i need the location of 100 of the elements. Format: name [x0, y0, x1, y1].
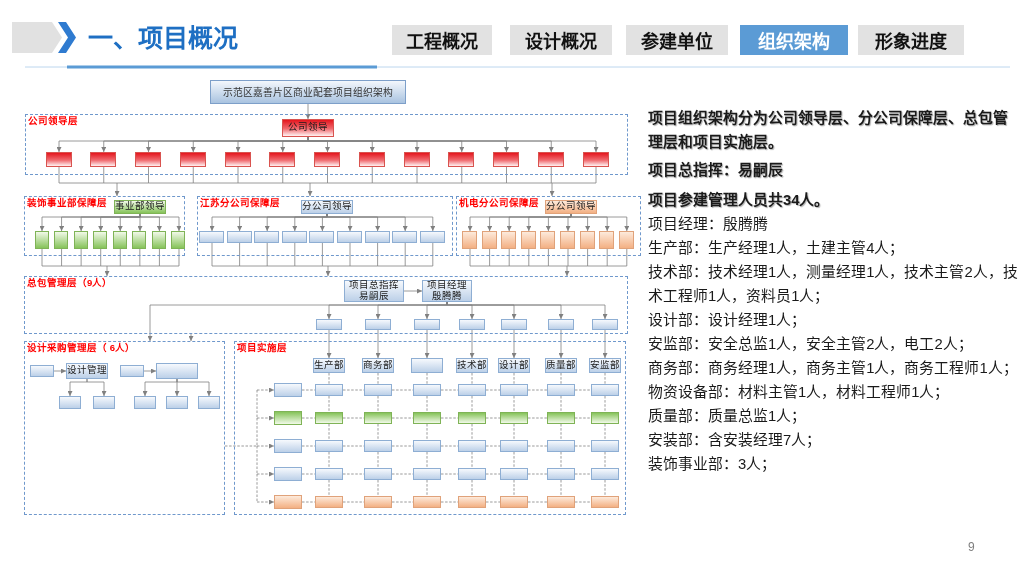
- org-box: [364, 318, 391, 330]
- org-box: [90, 151, 117, 167]
- org-box: [273, 438, 302, 453]
- connector-line: [461, 166, 463, 184]
- connector-line: [301, 417, 316, 419]
- connector-line: [266, 265, 296, 267]
- org-box: [314, 467, 343, 480]
- connector-line: [327, 166, 328, 184]
- org-box: [197, 395, 220, 409]
- connector-line: [282, 166, 284, 184]
- org-box: 技术部: [455, 357, 488, 373]
- connector-line: [256, 445, 258, 475]
- connector-line: [626, 248, 628, 267]
- connector-line: [322, 242, 323, 267]
- connector-line: [239, 242, 240, 267]
- connector-line: [606, 265, 628, 267]
- org-box: [501, 230, 517, 249]
- tab: 形象进度: [858, 25, 964, 55]
- connector-line: [294, 265, 323, 267]
- connector-line: [471, 423, 473, 441]
- connector-line: [377, 242, 378, 267]
- connector-line: [513, 479, 515, 497]
- connector-line: [489, 248, 490, 267]
- connector-line: [527, 445, 548, 447]
- connector-line: [485, 417, 501, 419]
- connector-line: [604, 395, 606, 413]
- text-paragraph: 项目总指挥：易嗣辰: [648, 160, 784, 180]
- text-paragraph: 设计部：设计经理1人；: [648, 311, 808, 330]
- org-box: [591, 318, 618, 330]
- connector-line: [328, 372, 330, 385]
- org-box: [93, 230, 108, 249]
- org-box: [132, 230, 147, 249]
- layer-panel: [25, 114, 628, 175]
- connector-line: [239, 265, 268, 267]
- connector-line: [148, 166, 149, 184]
- connector-line: [178, 248, 180, 267]
- org-box: [155, 362, 198, 379]
- org-box: [273, 466, 302, 481]
- connector-line: [416, 166, 418, 184]
- org-box: [590, 411, 619, 424]
- org-box: [547, 318, 574, 330]
- connector-line: [237, 182, 284, 184]
- connector-line: [404, 265, 434, 267]
- connector-line: [100, 248, 102, 267]
- connector-line: [506, 182, 552, 184]
- connector-line: [377, 395, 379, 413]
- org-box: [540, 230, 556, 249]
- tab: 组织架构: [740, 25, 848, 55]
- org-box: [281, 230, 307, 243]
- org-box: [499, 495, 528, 508]
- org-box: [546, 495, 575, 508]
- org-box: [457, 439, 486, 452]
- org-box: [179, 151, 206, 167]
- connector-line: [606, 248, 608, 267]
- connector-line: [328, 395, 330, 413]
- connector-line: [119, 248, 121, 267]
- connector-line: [349, 242, 351, 267]
- org-box: [364, 230, 390, 243]
- org-box: 分公司领导: [544, 199, 597, 214]
- org-box: [273, 382, 302, 397]
- connector-line: [266, 242, 268, 267]
- connector-line: [342, 417, 365, 419]
- text-paragraph: 项目参建管理人员共34人。: [648, 190, 831, 210]
- connector-line: [527, 473, 548, 475]
- connector-line: [116, 182, 149, 184]
- connector-line: [527, 417, 548, 419]
- connector-line: [471, 479, 473, 497]
- connector-line: [211, 265, 240, 267]
- connector-line: [574, 445, 592, 447]
- connector-line: [461, 182, 507, 184]
- page-title: 一、项目概况: [88, 23, 238, 53]
- layer-panel: [197, 196, 453, 256]
- connector-line: [377, 265, 406, 267]
- org-box: [520, 230, 536, 249]
- connector-line: [301, 501, 316, 503]
- org-box: [226, 230, 252, 243]
- org-box: [499, 383, 528, 396]
- org-box: 安监部: [588, 357, 621, 373]
- org-box: [412, 383, 441, 396]
- connector-line: [377, 479, 379, 497]
- connector-line: [485, 389, 501, 391]
- connector-line: [550, 182, 553, 184]
- connector-line: [371, 166, 373, 184]
- connector-line: [426, 479, 428, 497]
- org-box: 质量部: [544, 357, 577, 373]
- connector-line: [604, 479, 606, 497]
- connector-line: [416, 182, 463, 184]
- connector-line: [371, 182, 418, 184]
- connector-line: [224, 445, 258, 447]
- connector-line: [550, 166, 552, 184]
- connector-line: [508, 248, 510, 267]
- org-box: [457, 411, 486, 424]
- connector-line: [327, 265, 351, 267]
- connector-line: [106, 265, 121, 267]
- org-box: 生产部: [312, 357, 345, 373]
- org-box: [337, 230, 362, 243]
- connector-line: [528, 248, 530, 267]
- connector-line: [237, 166, 239, 184]
- connector-line: [489, 265, 510, 267]
- layer-heading: 公司领导层: [28, 116, 78, 127]
